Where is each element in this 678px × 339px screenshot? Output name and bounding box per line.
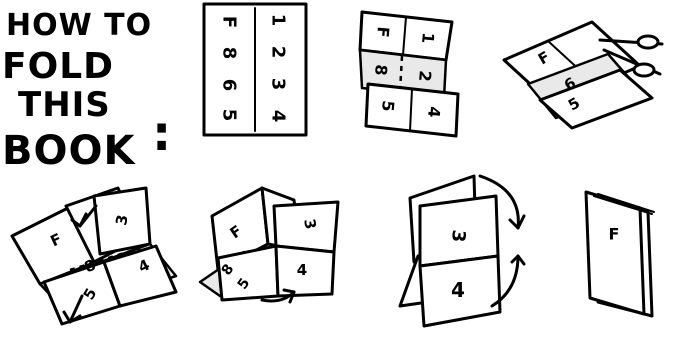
- panel-label: 2: [268, 46, 289, 59]
- step-5-form-cross: F 3 4 8 5: [200, 188, 338, 302]
- panel-label: 3: [447, 229, 469, 243]
- step-3-cut-with-scissors: F 6 5: [504, 22, 662, 128]
- panel-label: 6: [219, 79, 240, 92]
- cover-label: F: [609, 225, 620, 244]
- step-4-push-ends-inward: F 3 8 4 5: [12, 188, 176, 324]
- step-1-flat-sheet: F 1 8 2 6 3 5 4: [204, 4, 306, 135]
- panel-label: 4: [297, 261, 307, 279]
- panel-label: 1: [268, 14, 289, 27]
- panel-label: 1: [418, 32, 438, 45]
- title: HOW TO FOLD THIS BOOK :: [2, 8, 172, 174]
- step-2-fold-and-cut-line: F 1 8 2 5 4: [360, 12, 458, 136]
- panel-label: 2: [415, 70, 435, 83]
- panel-label: F: [219, 16, 240, 28]
- title-line-2: FOLD: [2, 46, 114, 87]
- panel-label: 3: [268, 78, 289, 91]
- booklet-cover: [586, 192, 644, 314]
- step-6-collapse-pages: 3 4: [400, 176, 524, 326]
- step-7-finished-booklet: F: [586, 192, 654, 316]
- title-line-4: BOOK: [2, 128, 136, 174]
- panel-label: 8: [371, 64, 391, 77]
- panel-label: F: [373, 26, 393, 39]
- panel-label: 4: [451, 278, 465, 302]
- panel-label: 8: [219, 47, 240, 60]
- title-line-3: THIS: [18, 85, 111, 125]
- panel-label: 5: [378, 100, 398, 113]
- title-line-1: HOW TO: [6, 8, 152, 43]
- panel-label: 5: [219, 109, 240, 122]
- panel-label: 4: [424, 106, 444, 119]
- title-colon: :: [152, 106, 172, 162]
- panel-label: 4: [268, 110, 289, 123]
